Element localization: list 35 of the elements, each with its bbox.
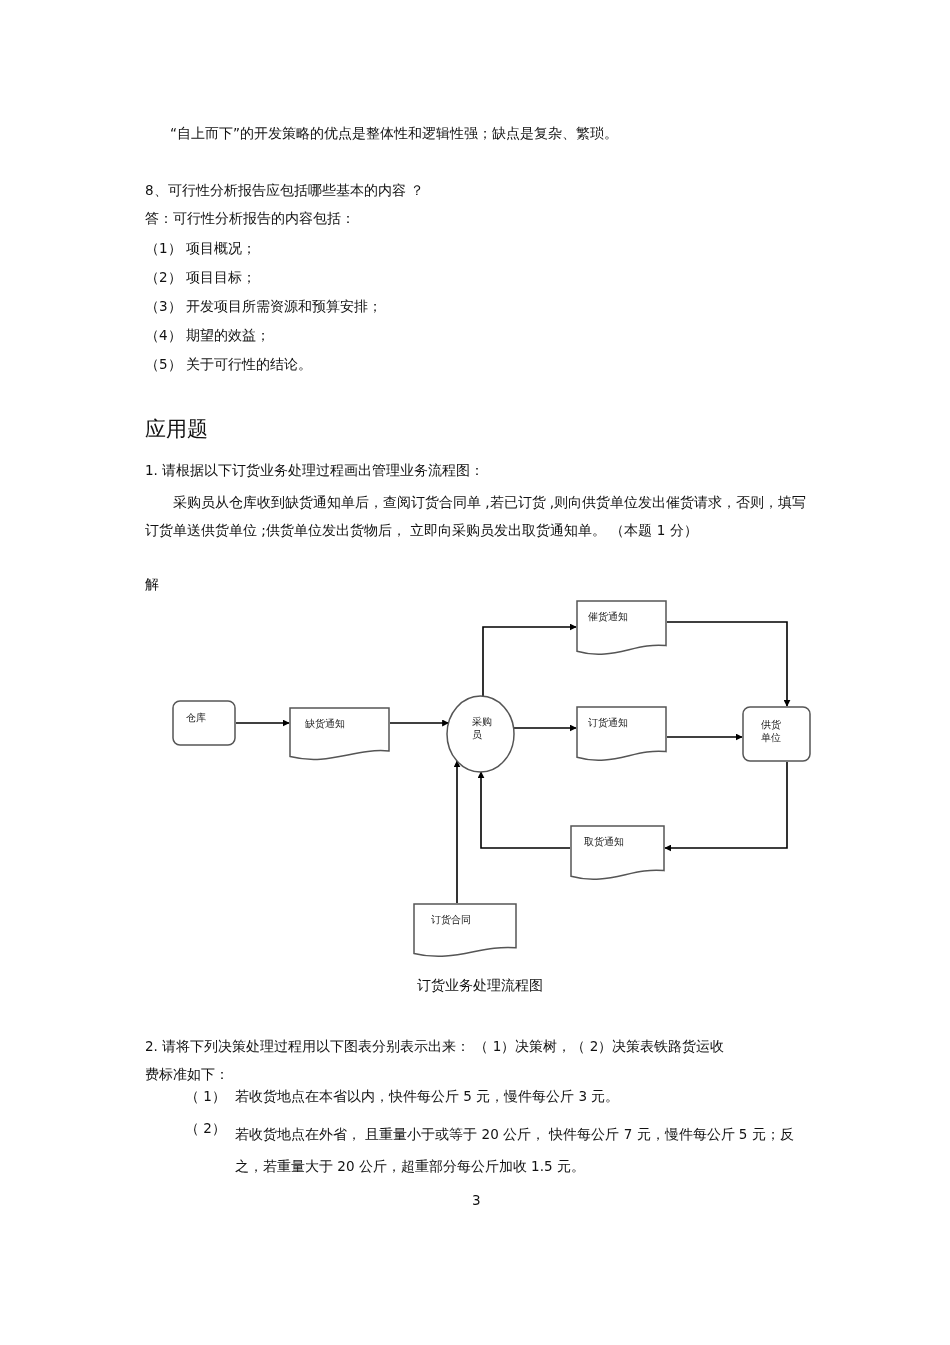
node-label: 订货合同 [431, 913, 472, 926]
page-number: 3 [472, 1191, 482, 1210]
node-label: 供货单位 [761, 718, 782, 744]
text-line: 1. 请根据以下订货业务处理过程画出管理业务流程图： [145, 461, 486, 480]
node-label: 仓库 [186, 711, 207, 724]
node-label: 取货通知 [584, 835, 625, 848]
text-line: （ 1） [185, 1087, 227, 1106]
arrow [477, 771, 571, 849]
arrow [453, 760, 461, 904]
figure-caption: 订货业务处理流程图 [416, 976, 544, 995]
node-label: 催货通知 [588, 610, 629, 623]
arrow [389, 719, 450, 727]
text-line: （4） 期望的效益； [145, 326, 271, 345]
text-line: （1） 项目概况； [145, 239, 257, 258]
arrow [664, 761, 788, 852]
text-line: 8、可行性分析报告应包括哪些基本的内容 ？ [145, 181, 425, 200]
node-label: 缺货通知 [305, 717, 346, 730]
text-line: 答：可行性分析报告的内容包括： [145, 209, 356, 228]
text-line: 采购员从仓库收到缺货通知单后，查阅订货合同单 ,若已订货 ,则向供货单位发出催货请求，否则，填写订货单送供货单位 ;供货单位发出货物后， 立即向采购员发出取货通知单。 （本题 1 分） [145, 493, 808, 540]
text-line: （ 2） [185, 1119, 227, 1138]
text-line: 解 [145, 575, 160, 594]
text-line: 若收货地点在本省以内，快件每公斤 5 元，慢件每公斤 3 元。 [235, 1087, 621, 1106]
section-heading: 应用题 [145, 416, 209, 442]
arrow [666, 621, 791, 707]
arrow [666, 733, 743, 741]
text-line: 2. 请将下列决策处理过程用以下图表分别表示出来： （ 1）决策树，（ 2）决策表铁路货运收费标准如下： [145, 1037, 725, 1084]
arrow [235, 719, 290, 727]
text-line: “自上而下”的开发策略的优点是整体性和逻辑性强；缺点是复杂、繁琐。 [170, 124, 619, 143]
node-label: 采购员 [472, 715, 493, 741]
text-line: （3） 开发项目所需资源和预算安排； [145, 297, 383, 316]
text-line: （2） 项目目标； [145, 268, 257, 287]
text-line: （5） 关于可行性的结论。 [145, 355, 313, 374]
node-label: 订货通知 [588, 716, 629, 729]
arrow [482, 623, 577, 697]
text-line: 若收货地点在外省， 且重量小于或等于 20 公斤， 快件每公斤 7 元，慢件每公斤 5 元；反之，若重量大于 20 公斤，超重部分每公斤加收 1.5 元。 [235, 1125, 795, 1176]
